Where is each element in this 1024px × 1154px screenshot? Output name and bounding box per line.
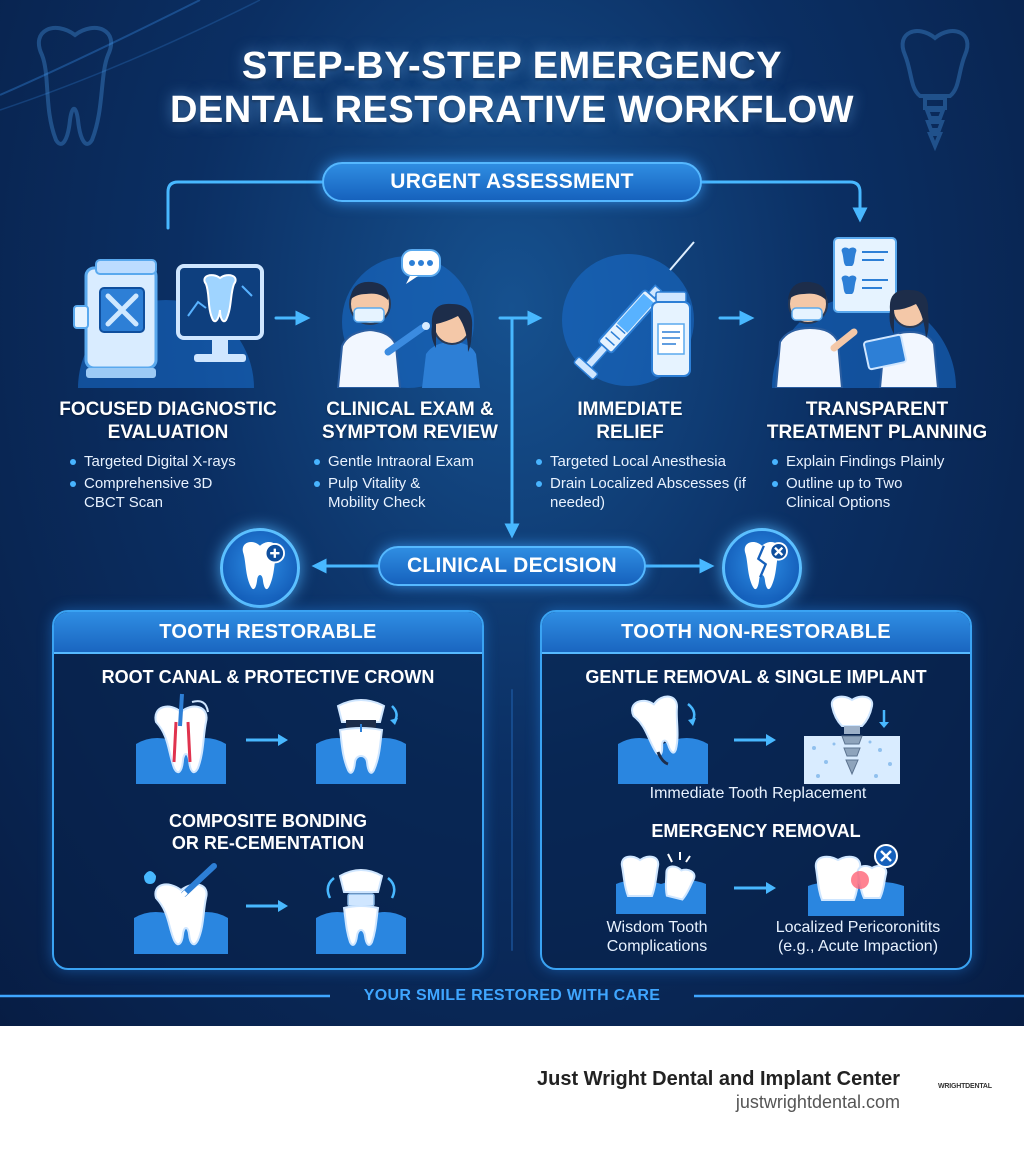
list-item: Gentle Intraoral Exam [314, 452, 504, 471]
list-item: Targeted Local Anesthesia [536, 452, 756, 471]
brand-url[interactable]: justwrightdental.com [735, 1092, 900, 1112]
arrow-right-icon [246, 900, 288, 912]
treatment-plan-icon [772, 237, 956, 388]
clinical-decision-pill: CLINICAL DECISION [378, 546, 646, 586]
immediate-replacement-caption: Immediate Tooth Replacement [649, 785, 867, 802]
non-restorable-header: TOOTH NON-RESTORABLE [542, 612, 970, 654]
pericoronitis-caption: Localized Pericoronitits (e.g., Acute Im… [775, 919, 941, 955]
title-line-1: STEP-BY-STEP EMERGENCY [241, 45, 783, 87]
emergency-removal-title: EMERGENCY REMOVAL [651, 821, 861, 841]
step-1-title: FOCUSED DIAGNOSTIC EVALUATION [59, 399, 277, 443]
title-line-2: DENTAL RESTORATIVE WORKFLOW [169, 89, 855, 131]
brand-name: Just Wright Dental and Implant Center [537, 1068, 900, 1090]
list-item: Outline up to Two Clinical Options [772, 474, 942, 512]
xray-scanner-icon [73, 259, 264, 388]
tooth-check-icon [220, 528, 300, 608]
restorable-header: TOOTH RESTORABLE [54, 612, 482, 654]
arrow-right-icon [734, 734, 776, 746]
list-item: Targeted Digital X-rays [70, 452, 270, 471]
step-2-bullets: Gentle Intraoral Exam Pulp Vitality & Mo… [314, 452, 504, 515]
list-item: Pulp Vitality & Mobility Check [314, 474, 464, 512]
syringe-vial-icon [562, 241, 695, 386]
footer-tagline: YOUR SMILE RESTORED WITH CARE [363, 987, 661, 1004]
removal-implant-title: GENTLE REMOVAL & SINGLE IMPLANT [585, 667, 927, 687]
wisdom-tooth-icon [616, 852, 706, 914]
step-1-bullets: Targeted Digital X-rays Comprehensive 3D… [70, 452, 270, 515]
connector-right-loop [700, 180, 868, 223]
flow-connectors [166, 180, 868, 951]
arrow-right-icon [734, 882, 776, 894]
step-2-title: CLINICAL EXAM & SYMPTOM REVIEW [322, 399, 498, 443]
pericoronitis-icon [808, 844, 904, 916]
cracked-tooth-icon [722, 528, 802, 608]
bonding-brush-icon [134, 863, 228, 954]
step-4-bullets: Explain Findings Plainly Outline up to T… [772, 452, 982, 515]
brand-logo: WRIGHTDENTAL [938, 1083, 992, 1090]
implant-icon [804, 695, 900, 784]
footer-divider [0, 994, 1024, 998]
root-canal-icon [136, 693, 226, 784]
list-item: Explain Findings Plainly [772, 452, 982, 471]
urgent-assessment-pill: URGENT ASSESSMENT [322, 162, 702, 202]
infographic-poster: STEP-BY-STEP EMERGENCY DENTAL RESTORATIV… [0, 0, 1024, 1026]
crown-icon [316, 699, 406, 784]
step-3-bullets: Targeted Local Anesthesia Drain Localize… [536, 452, 756, 515]
wisdom-tooth-caption: Wisdom Tooth Complications [606, 919, 708, 955]
list-item: Drain Localized Abscesses (if needed) [536, 474, 751, 512]
step-4-title: TRANSPARENT TREATMENT PLANNING [766, 399, 988, 443]
extraction-icon [618, 695, 708, 784]
connector-left-loop [166, 180, 324, 230]
dentist-patient-icon [336, 249, 480, 388]
arrow-right-icon [246, 734, 288, 746]
composite-bonding-title: COMPOSITE BONDING OR RE-CEMENTATION [168, 811, 367, 853]
recement-crown-icon [316, 869, 406, 954]
list-item: Comprehensive 3D CBCT Scan [70, 474, 235, 512]
root-canal-title: ROOT CANAL & PROTECTIVE CROWN [101, 667, 435, 687]
non-restorable-panel: TOOTH NON-RESTORABLE GENTLE REMOVAL & SI… [540, 610, 972, 970]
restorable-panel: TOOTH RESTORABLE ROOT CANAL & PROTECTIVE… [52, 610, 484, 970]
step-3-title: IMMEDIATE RELIEF [577, 399, 683, 443]
main-title: STEP-BY-STEP EMERGENCY DENTAL RESTORATIV… [0, 44, 1024, 132]
